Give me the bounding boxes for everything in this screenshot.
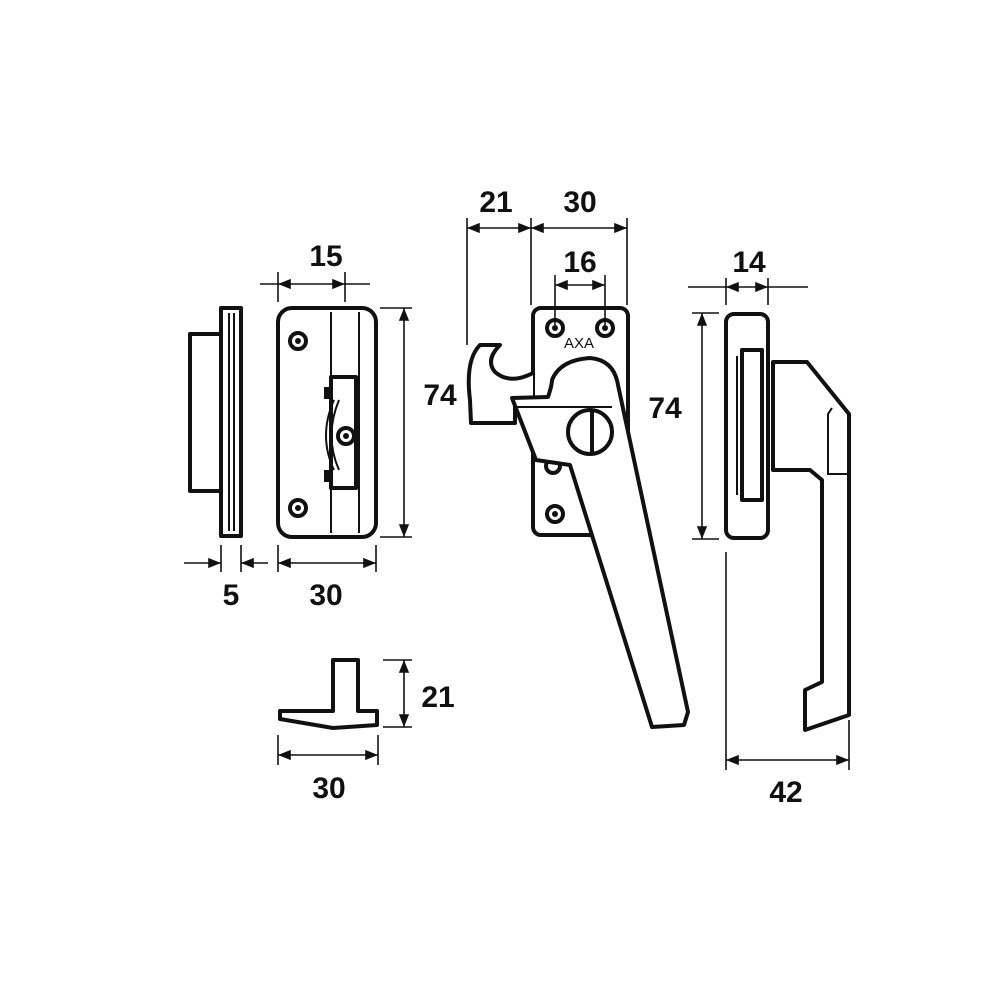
dim-screw-spacing: 16 [563, 246, 596, 279]
dim-plate-height: 74 [648, 392, 682, 425]
brand-logo: AXA [564, 335, 594, 352]
dim-wedge-height: 21 [421, 681, 454, 714]
dim-keeper-height: 74 [423, 379, 457, 412]
dim-handle-projection: 42 [769, 776, 802, 809]
handle-front-dimensions: 21 30 16 [466, 186, 628, 345]
keeper-front-view [276, 306, 378, 539]
dim-wedge-width: 30 [312, 772, 345, 805]
handle-side-dimensions: 14 74 42 [648, 246, 850, 809]
keeper-dimensions: 15 74 5 30 [184, 240, 457, 612]
wedge-part: 21 30 [277, 658, 455, 805]
dim-side-plate-depth: 14 [732, 246, 766, 279]
handle-side-view [724, 312, 851, 732]
dim-keeper-width-bottom: 30 [309, 579, 342, 612]
handle-front-view: AXA [466, 306, 690, 729]
dim-hook-offset: 21 [479, 186, 512, 219]
dim-keeper-side-depth: 5 [223, 579, 240, 612]
dim-plate-width: 30 [563, 186, 596, 219]
dim-keeper-width-top: 15 [309, 240, 342, 273]
keeper-side-view [188, 306, 243, 538]
